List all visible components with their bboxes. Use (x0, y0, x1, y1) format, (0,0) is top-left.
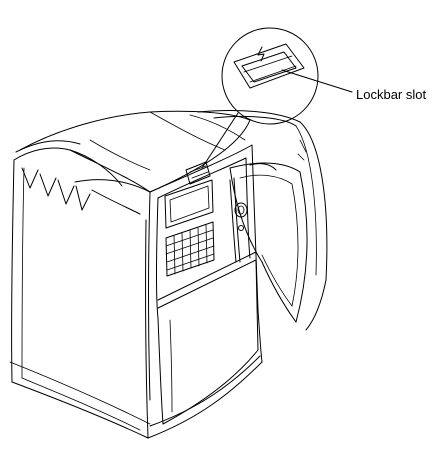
open-door (229, 162, 308, 323)
display-window (164, 179, 214, 229)
front-panel (148, 144, 259, 401)
chassis-left-side (9, 159, 151, 439)
chassis-top (19, 110, 251, 193)
lockbar-slot (185, 161, 211, 185)
front-lower-panel (157, 251, 259, 425)
magnifier-leader-line (201, 112, 239, 169)
callout-leader-line (281, 69, 353, 93)
chassis-top-vents (13, 140, 141, 215)
top-cover-panel (197, 109, 328, 331)
control-panel (229, 177, 248, 263)
speaker-grille (165, 221, 215, 277)
magnifier-callout (201, 27, 353, 169)
callout-label-lockbar-slot: Lockbar slot (356, 87, 427, 102)
magnifier-circle (221, 27, 319, 125)
chassis-base (147, 309, 263, 439)
